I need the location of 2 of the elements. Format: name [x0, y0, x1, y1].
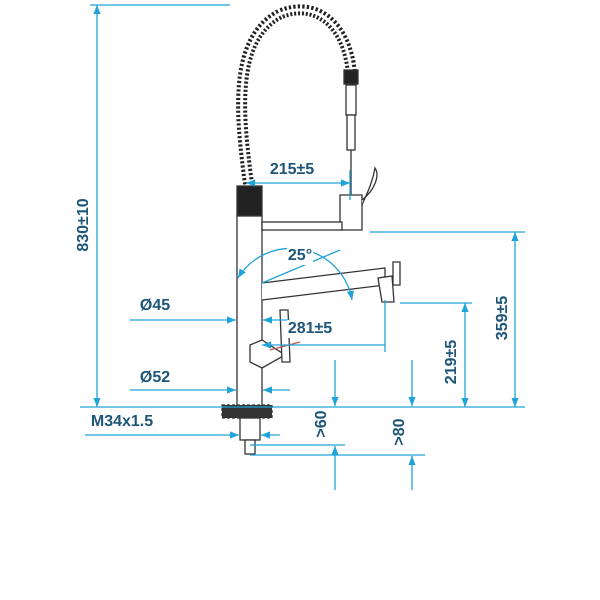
dimension-label: 281±5 — [286, 320, 334, 338]
angle-label: 25° — [286, 247, 314, 265]
